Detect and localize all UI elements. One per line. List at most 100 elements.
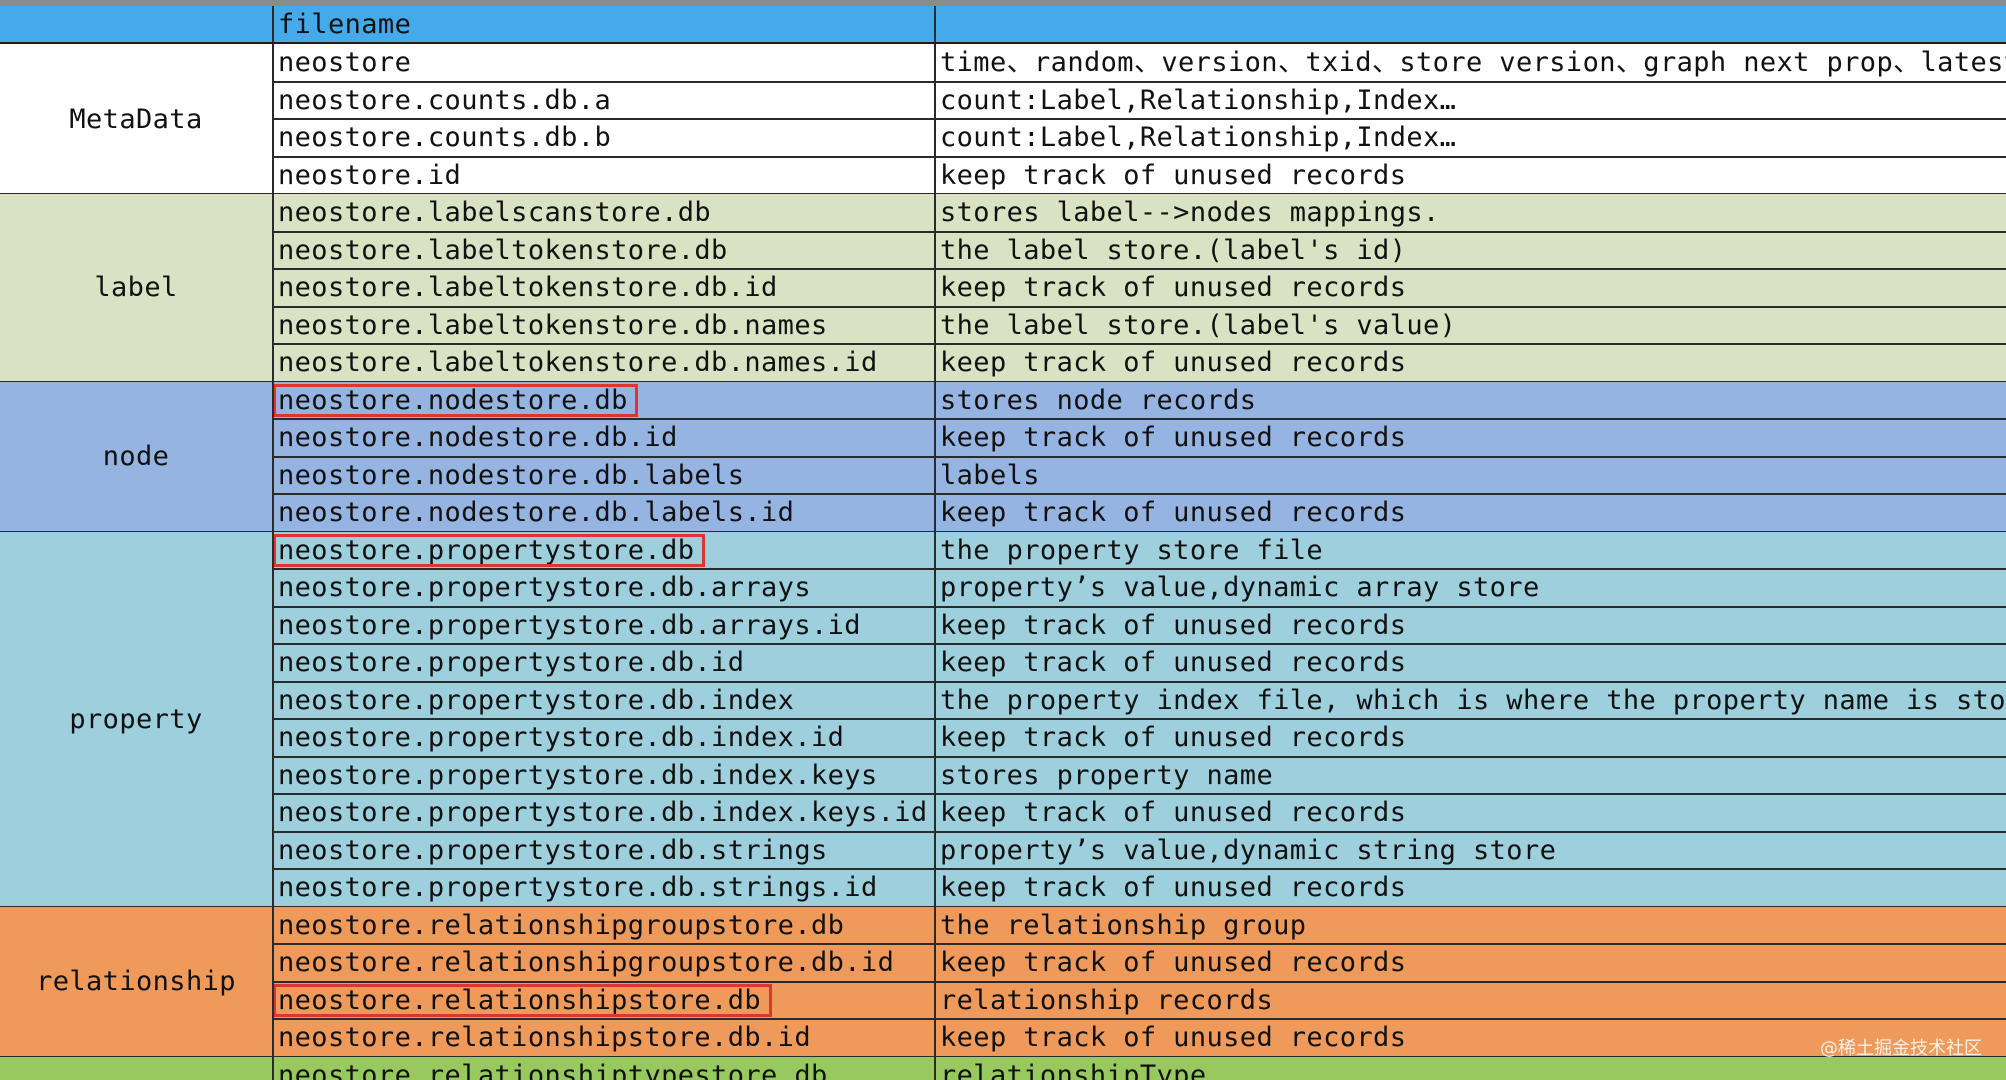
description-cell[interactable]: property’s value,dynamic array store	[940, 572, 1540, 603]
group-band	[0, 194, 2006, 382]
filename-cell[interactable]: neostore.relationshipgroupstore.db.id	[278, 947, 895, 978]
description-cell[interactable]: the relationship group	[940, 909, 1307, 941]
filename-cell[interactable]: neostore.propertystore.db	[278, 534, 695, 566]
description-cell[interactable]: relationshipType	[940, 1059, 1207, 1080]
filename-cell[interactable]: neostore.id	[278, 159, 462, 191]
watermark: @稀土掘金技术社区	[1820, 1038, 1982, 1059]
row-divider	[272, 830, 2006, 833]
filename-cell[interactable]: neostore.relationshipstore.db	[278, 984, 762, 1016]
row-divider	[272, 568, 2006, 570]
filename-cell[interactable]: neostore.propertystore.db.index.id	[278, 722, 845, 753]
description-cell[interactable]: keep track of unused records	[940, 347, 1407, 378]
row-divider	[272, 793, 2006, 795]
filename-cell[interactable]: neostore.labeltokenstore.db	[278, 234, 728, 266]
filename-cell[interactable]: neostore.labelscanstore.db	[278, 197, 712, 228]
filename-cell[interactable]: neostore.relationshiptypestore.db	[278, 1059, 828, 1080]
description-cell[interactable]: stores node records	[940, 384, 1257, 416]
group-band	[0, 1056, 2006, 1080]
row-divider	[272, 418, 2006, 420]
row-divider	[272, 455, 2006, 458]
filename-cell[interactable]: neostore.relationshipstore.db.id	[278, 1022, 811, 1053]
description-cell[interactable]: count:Label,Relationship,Index…	[940, 84, 1457, 116]
description-cell[interactable]: property’s value,dynamic string store	[940, 834, 1557, 866]
filename-cell[interactable]: neostore.counts.db.b	[278, 122, 612, 153]
filename-cell[interactable]: neostore.propertystore.db.index	[278, 684, 795, 716]
column-divider	[934, 194, 936, 382]
description-cell[interactable]: time、random、version、txid、store version、g…	[940, 47, 2006, 78]
row-divider	[272, 343, 2006, 345]
column-divider	[272, 381, 274, 532]
highlight-box	[273, 983, 772, 1017]
header-filename-cell[interactable]: filename	[278, 9, 412, 40]
filename-cell[interactable]: neostore.counts.db.a	[278, 84, 612, 116]
filename-cell[interactable]: neostore.labeltokenstore.db.names	[278, 309, 828, 341]
filename-cell[interactable]: neostore.propertystore.db.index.keys.id	[278, 797, 928, 828]
row-divider	[272, 643, 2006, 645]
row-divider	[272, 305, 2006, 308]
group-label-cell[interactable]: MetaData	[69, 103, 203, 135]
column-divider	[272, 1056, 274, 1080]
description-cell[interactable]: the label store.(label's id)	[940, 234, 1407, 266]
filename-cell[interactable]: neostore.nodestore.db.labels.id	[278, 497, 795, 528]
column-divider	[934, 531, 936, 907]
filename-cell[interactable]: neostore.nodestore.db	[278, 384, 628, 416]
highlight-box	[273, 383, 638, 417]
filename-cell[interactable]: neostore.labeltokenstore.db.id	[278, 272, 778, 303]
top-strip	[0, 0, 2006, 6]
filename-cell[interactable]: neostore.propertystore.db.strings.id	[278, 872, 878, 903]
row-divider	[272, 1018, 2006, 1020]
row-divider	[272, 680, 2006, 683]
header-row: filename	[0, 6, 2006, 44]
filename-cell[interactable]: neostore.nodestore.db.labels	[278, 459, 745, 491]
group-label-cell[interactable]: node	[102, 441, 170, 472]
header-description-cell[interactable]	[940, 6, 2006, 43]
description-cell[interactable]: stores label-->nodes mappings.	[940, 197, 1440, 228]
row-divider	[272, 230, 2006, 233]
description-cell[interactable]: keep track of unused records	[940, 272, 1407, 303]
column-divider	[934, 1056, 936, 1080]
filename-cell[interactable]: neostore.propertystore.db.strings	[278, 834, 828, 866]
description-cell[interactable]: keep track of unused records	[940, 722, 1407, 753]
filename-cell[interactable]: neostore.propertystore.db.arrays.id	[278, 609, 861, 641]
description-cell[interactable]: keep track of unused records	[940, 422, 1407, 453]
row-divider	[272, 943, 2006, 945]
description-cell[interactable]: the property index file, which is where …	[940, 684, 2006, 716]
column-divider	[272, 194, 274, 382]
filename-cell[interactable]: neostore.propertystore.db.id	[278, 647, 745, 678]
header-column-divider	[934, 6, 936, 42]
row-divider	[272, 80, 2006, 83]
description-cell[interactable]: stores property name	[940, 759, 1274, 791]
description-cell[interactable]: relationship records	[940, 984, 1274, 1016]
description-cell[interactable]: keep track of unused records	[940, 1022, 1407, 1053]
description-cell[interactable]: keep track of unused records	[940, 609, 1407, 641]
group-label-cell[interactable]: label	[94, 272, 178, 304]
description-cell[interactable]: keep track of unused records	[940, 647, 1407, 678]
description-cell[interactable]: keep track of unused records	[940, 872, 1407, 903]
filename-cell[interactable]: neostore.nodestore.db.id	[278, 422, 678, 453]
filename-cell[interactable]: neostore.labeltokenstore.db.names.id	[278, 347, 878, 378]
description-cell[interactable]: keep track of unused records	[940, 947, 1407, 978]
description-cell[interactable]: labels	[940, 459, 1040, 491]
description-cell[interactable]: keep track of unused records	[940, 797, 1407, 828]
column-divider	[272, 531, 274, 907]
description-cell[interactable]: the label store.(label's value)	[940, 309, 1457, 341]
filename-cell[interactable]: neostore.relationshipgroupstore.db	[278, 909, 845, 941]
row-divider	[272, 493, 2006, 495]
description-cell[interactable]: keep track of unused records	[940, 497, 1407, 528]
header-column-divider	[272, 6, 274, 42]
description-cell[interactable]: count:Label,Relationship,Index…	[940, 122, 1457, 153]
filename-cell[interactable]: neostore	[278, 47, 412, 78]
group-label-cell[interactable]: property	[69, 703, 203, 735]
row-divider	[272, 755, 2006, 758]
description-cell[interactable]: the property store file	[940, 534, 1324, 566]
description-cell[interactable]: keep track of unused records	[940, 159, 1407, 191]
row-divider	[272, 980, 2006, 983]
highlight-box	[273, 533, 705, 567]
row-divider	[272, 268, 2006, 270]
filename-cell[interactable]: neostore.propertystore.db.index.keys	[278, 759, 878, 791]
column-divider	[934, 906, 936, 1057]
group-label-cell[interactable]: relationship	[36, 966, 236, 997]
group-label-cell[interactable]	[0, 1057, 272, 1080]
filename-cell[interactable]: neostore.propertystore.db.arrays	[278, 572, 811, 603]
